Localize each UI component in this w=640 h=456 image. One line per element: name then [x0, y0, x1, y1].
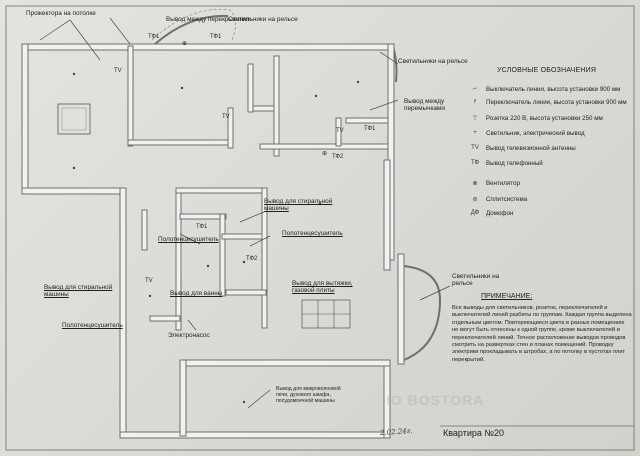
- legend-item-tv: Вывод телевизионной антенны: [486, 145, 576, 152]
- label-microwave: Вывод для микроволновой печи, духового ш…: [276, 386, 341, 404]
- phone-icon: ТФ: [470, 160, 480, 166]
- label-washer-2: Вывод для стиральной машины: [44, 284, 113, 298]
- legend-title: УСЛОВНЫЕ ОБОЗНАЧЕНИЯ: [497, 67, 597, 74]
- label-washer-1: Вывод для стиральной машины: [264, 198, 333, 212]
- phone-outlet-1: ТФ1: [148, 34, 160, 40]
- split-system-icon: ⊜: [472, 197, 478, 203]
- label-between-beams-top: Вывод между перекрытиями: [166, 16, 251, 23]
- label-bath: Вывод для ванны: [170, 290, 223, 297]
- projector-leader-2: [109, 17, 131, 45]
- note-body: Все выводы для светильников, розеток, пе…: [452, 305, 632, 363]
- note-title: ПРИМЕЧАНИЕ:: [481, 293, 533, 300]
- switch-icon: ⌐: [473, 86, 477, 92]
- legend-item-phone: Вывод телефонный: [486, 160, 543, 167]
- watermark: IO BOSTORA: [386, 392, 485, 408]
- tv-outlet-1: TV: [114, 68, 122, 74]
- tv-icon: TV: [471, 145, 479, 151]
- intercom-icon: ДФ: [470, 210, 480, 216]
- ceiling-box: [57, 103, 91, 135]
- legend-item-socket: Розетка 220 В, высота установки 250 мм: [486, 115, 603, 122]
- label-lights-rail-top: Светильники на рельсе: [228, 16, 298, 23]
- legend-item-toggle: Переключатель линии, высота установки 90…: [486, 99, 627, 106]
- lamp-icon: +: [473, 130, 477, 136]
- label-hood: Вывод для вытяжки, газовой плиты: [292, 280, 353, 294]
- walls: [21, 43, 405, 439]
- light-points: [72, 72, 360, 404]
- legend-item-lamp: Светильник, электрический вывод: [486, 130, 585, 137]
- phone-outlet-4: ТФ2: [332, 154, 344, 160]
- phone-outlet-5: ТФ1: [196, 224, 208, 230]
- ceiling-box-inner: [61, 107, 87, 131]
- bay-wall-top: [154, 14, 229, 45]
- split-outlet-1: ⊕: [182, 41, 188, 47]
- legend-item-intercom: Домофон: [486, 210, 514, 217]
- split-outlet-2: ⊕: [322, 151, 328, 157]
- label-between-beams-right: Вывод между перемычками: [404, 98, 445, 112]
- legend-item-fan: Вентилятор: [486, 180, 520, 187]
- socket-icon: ⊤: [472, 116, 478, 122]
- tv-outlet-3: TV: [336, 128, 344, 134]
- phone-outlet-6: ТФ2: [246, 256, 258, 262]
- legend-item-switch: Выключатель линии, высота установки 900 …: [486, 86, 621, 93]
- legend-item-split: Сплитсистема: [486, 196, 528, 203]
- phone-outlet-2: ТФ1: [210, 34, 222, 40]
- leader-lines: [179, 51, 451, 409]
- label-towel-1: Полотенцесушитель: [158, 236, 219, 243]
- label-pump: Электронасос: [168, 332, 210, 339]
- label-projectors: Прожектора на потолке: [26, 10, 96, 17]
- phone-outlet-3: ТФ1: [364, 126, 376, 132]
- tv-outlet-4: TV: [145, 278, 153, 284]
- label-towel-2: Полотенцесушитель: [282, 230, 343, 237]
- frame-border: [5, 5, 635, 451]
- bay-wall-lower: [403, 265, 442, 361]
- title-block: Квартира №20: [443, 428, 505, 438]
- projector-leaders: [39, 19, 101, 61]
- label-lights-rail-right: Светильники на рельсе: [398, 58, 468, 65]
- label-towel-3: Полотенцесушитель: [62, 322, 123, 329]
- fan-icon: ⊗: [472, 181, 478, 187]
- label-lights-rail-lower: Светильники на рельсе: [452, 273, 500, 287]
- tv-outlet-2: TV: [222, 114, 230, 120]
- toggle-switch-icon: ⫯: [473, 99, 477, 105]
- hob-grid: [301, 299, 351, 329]
- bay-window-top: [151, 9, 236, 41]
